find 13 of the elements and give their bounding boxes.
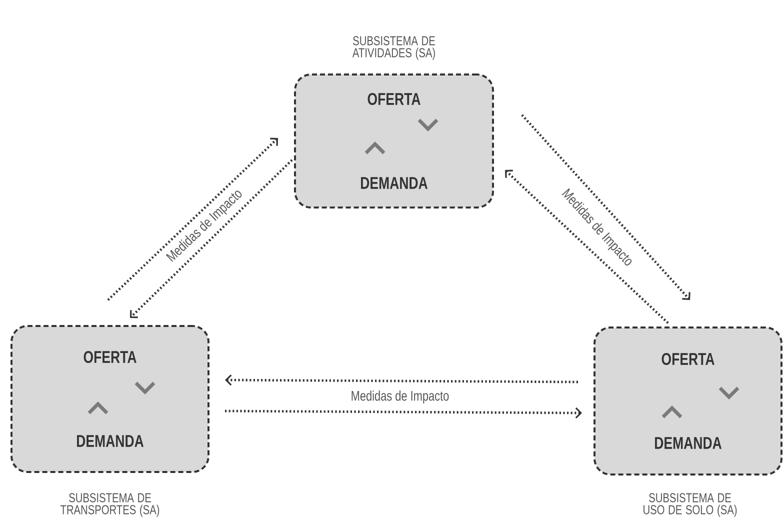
subsystem-label: SUBSISTEMA DE USO DE SOLO (SA) (644, 493, 737, 517)
subsystem-box: OFERTA DEMANDA (294, 74, 494, 208)
subsystem-label: SUBSISTEMA DE TRANSPORTES (SA) (60, 493, 160, 517)
subsystem-box: OFERTA DEMANDA (10, 325, 210, 473)
edge-label: Medidas de Impacto (350, 389, 450, 405)
subsystem-box: OFERTA DEMANDA (594, 326, 782, 476)
arrow (521, 114, 690, 300)
arrow (107, 138, 278, 301)
arrow (225, 374, 578, 386)
arrow (225, 407, 582, 419)
arrow (505, 170, 669, 324)
arrow (130, 159, 293, 318)
subsystem-label: SUBSISTEMA DE ATIVIDADES (SA) (352, 36, 435, 60)
